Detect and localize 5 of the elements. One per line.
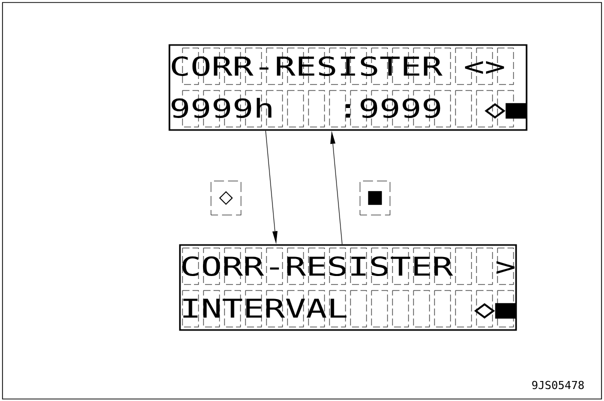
key-label: ◇ bbox=[210, 180, 242, 216]
lcd-screen: CORR-RESISTER <> 9999h :9999 ◇■ bbox=[168, 44, 528, 131]
figure-number: 9JS05478 bbox=[532, 380, 584, 390]
key-label: ■ bbox=[360, 180, 390, 216]
lcd-screen: CORR-RESISTER > INTERVAL ◇■ bbox=[179, 244, 517, 331]
